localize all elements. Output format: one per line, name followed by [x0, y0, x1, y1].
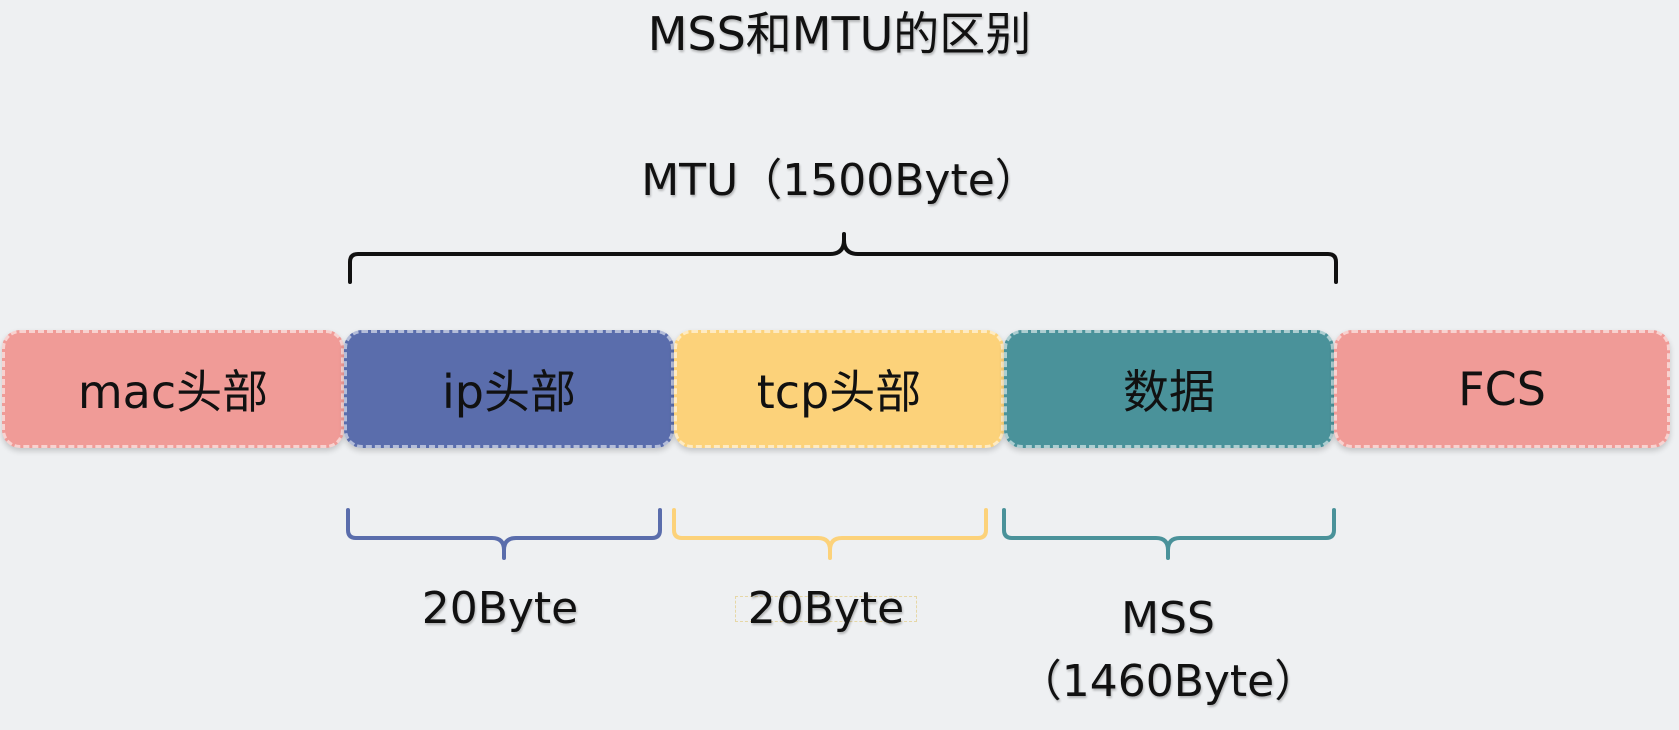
- segment-mac-header-label: mac头部: [77, 365, 269, 419]
- segment-fcs: FCS: [1334, 330, 1670, 448]
- ip-size-label: 20Byte: [421, 583, 579, 634]
- tcp-size-label: 20Byte: [747, 583, 905, 634]
- segment-ip-header: ip头部: [344, 330, 674, 448]
- segment-tcp-header-label: tcp头部: [756, 365, 922, 419]
- segment-mac-header: mac头部: [2, 330, 344, 448]
- segment-tcp-header: tcp头部: [674, 330, 1004, 448]
- data-brace: [1002, 508, 1336, 560]
- mss-name-label: MSS: [1121, 593, 1215, 644]
- ip-brace: [346, 508, 662, 560]
- mtu-brace: [348, 232, 1338, 284]
- segment-data: 数据: [1004, 330, 1334, 448]
- diagram-title: MSS和MTU的区别: [647, 7, 1032, 61]
- segment-data-label: 数据: [1123, 365, 1215, 419]
- mss-size-label: （1460Byte）: [1017, 656, 1319, 707]
- segment-ip-header-label: ip头部: [442, 365, 576, 419]
- tcp-size-selection-box: [735, 596, 917, 622]
- segment-fcs-label: FCS: [1458, 362, 1546, 416]
- tcp-brace: [672, 508, 988, 560]
- mtu-label: MTU（1500Byte）: [641, 155, 1039, 206]
